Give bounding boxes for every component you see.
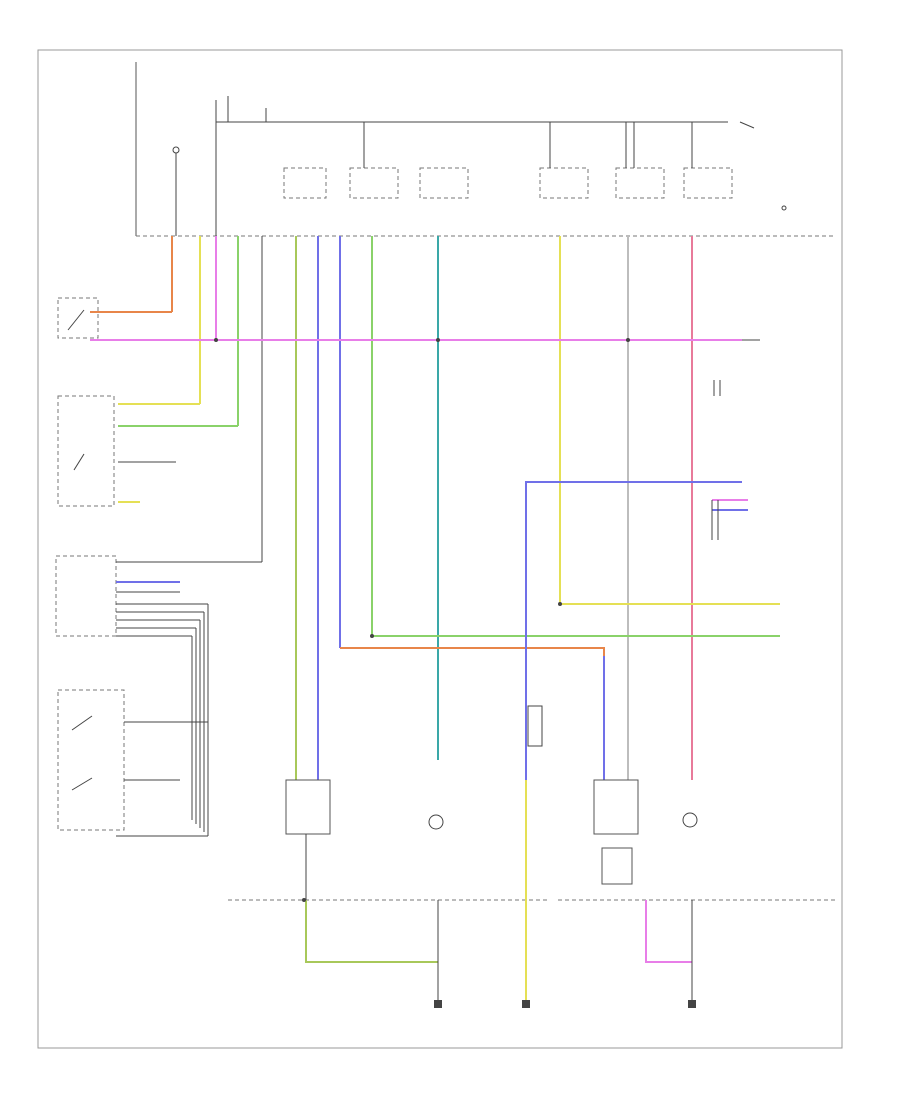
- bcm-relay-boxes: [283, 122, 787, 211]
- right-side-connectors: [711, 380, 748, 540]
- lighting-switch: [57, 604, 209, 837]
- fuse-icon: [172, 146, 180, 154]
- ground-wires: [305, 780, 693, 1006]
- right-headlamp-assembly: [558, 779, 836, 901]
- instrument-panel-switch: [57, 395, 176, 507]
- ground-symbol-icon: [781, 205, 787, 211]
- diagram-frame: [37, 49, 843, 1049]
- steering-column-connector: [55, 555, 262, 637]
- connector-dots: [214, 338, 630, 902]
- body-control-module: [135, 62, 836, 237]
- brake-switch: [57, 297, 99, 339]
- bcm-output-wires: [171, 236, 693, 780]
- ground-terminals: [434, 1000, 696, 1008]
- left-headlamp-assembly: [228, 705, 548, 901]
